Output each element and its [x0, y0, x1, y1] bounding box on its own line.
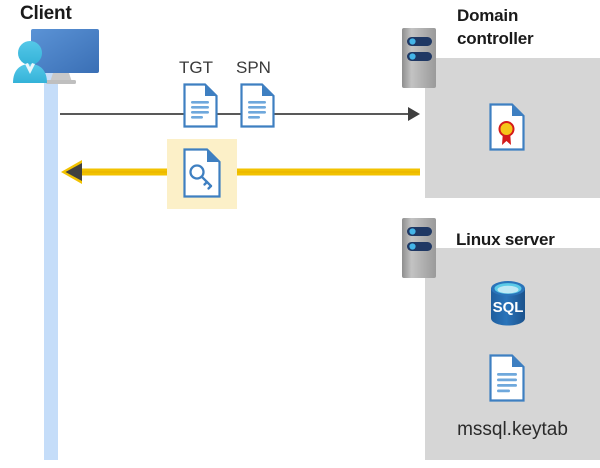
request-arrow-client-to-dc — [60, 104, 420, 124]
response-arrow-dc-to-client — [60, 158, 420, 186]
keytab-document-icon — [489, 354, 525, 402]
key-document-icon — [183, 148, 221, 198]
domain-controller-server-rack-icon — [402, 28, 436, 88]
spn-document-icon — [240, 83, 275, 128]
sql-icon-label: SQL — [493, 299, 524, 316]
client-with-monitor-icon — [6, 22, 116, 97]
domain-controller-title-line1: Domain — [457, 6, 519, 25]
keytab-filename-label: mssql.keytab — [457, 419, 568, 440]
spn-label: SPN — [236, 58, 271, 77]
client-title: Client — [20, 3, 72, 24]
tgt-document-icon — [183, 83, 218, 128]
linux-server-rack-icon — [402, 218, 436, 278]
domain-controller-title: Domain controller — [457, 4, 597, 50]
client-lifeline — [44, 60, 58, 460]
tgt-label: TGT — [179, 58, 213, 77]
sql-database-icon: SQL — [487, 279, 529, 327]
linux-server-title: Linux server — [456, 230, 555, 249]
domain-controller-title-line2: controller — [457, 29, 534, 48]
certificate-document-icon — [489, 103, 525, 151]
